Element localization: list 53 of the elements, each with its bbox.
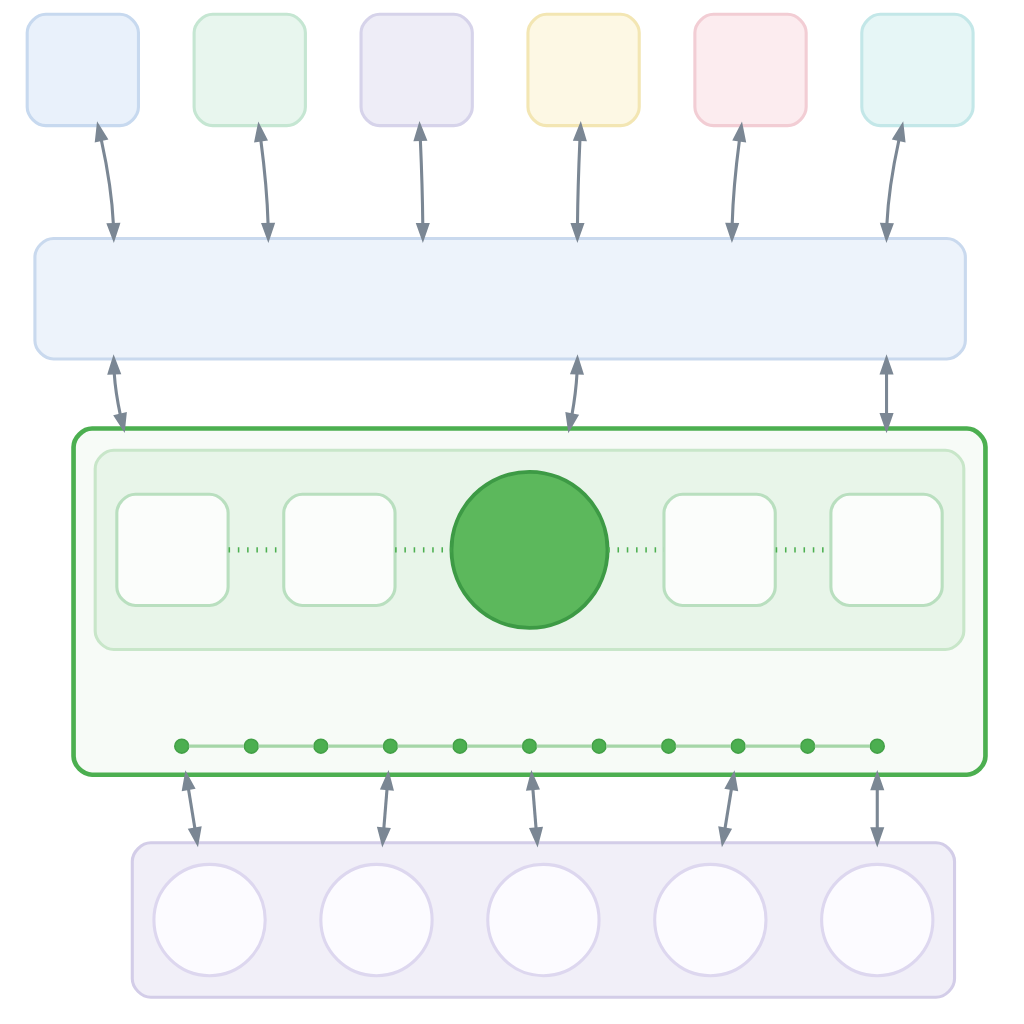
arrow <box>412 120 430 244</box>
node-circle <box>652 862 768 978</box>
node-circle <box>485 862 601 978</box>
arrow <box>869 770 884 848</box>
node-circle <box>318 862 434 978</box>
arrow <box>376 770 394 848</box>
arrow <box>106 354 127 434</box>
node-circle <box>449 469 609 630</box>
cluster <box>130 841 956 999</box>
node-circle <box>451 738 468 754</box>
arrow <box>879 354 894 434</box>
node-box <box>25 12 140 128</box>
node-box <box>192 12 307 128</box>
node-circle <box>799 738 815 754</box>
node-box <box>661 492 777 608</box>
arrow <box>525 770 543 848</box>
node-box <box>859 12 975 128</box>
connector <box>396 744 453 748</box>
cluster <box>93 448 965 652</box>
arrow <box>569 120 587 244</box>
arrow <box>879 121 906 244</box>
node-circle <box>151 862 267 978</box>
node-box <box>359 12 474 128</box>
connector <box>327 744 383 748</box>
arrow <box>717 770 738 848</box>
connector <box>466 744 522 748</box>
node-circle <box>729 738 746 754</box>
node-box <box>281 492 397 608</box>
connector <box>814 744 870 748</box>
arrow <box>253 121 275 244</box>
connector <box>675 744 731 748</box>
node-circle <box>819 862 934 978</box>
node-circle <box>243 738 259 754</box>
connector <box>536 744 592 748</box>
arrow <box>181 770 202 848</box>
node-box <box>525 12 641 128</box>
node-box <box>828 492 944 608</box>
arrow <box>724 121 746 244</box>
node-circle <box>590 738 607 754</box>
node-circle <box>382 738 398 754</box>
node-circle <box>173 738 189 754</box>
arrow <box>564 354 584 434</box>
connector <box>744 744 800 748</box>
node-circle <box>660 738 676 754</box>
arrow <box>94 121 120 244</box>
connector <box>257 744 313 748</box>
node-circle <box>869 738 885 754</box>
node-box <box>114 492 230 608</box>
node-circle <box>521 738 537 754</box>
node-circle <box>312 738 329 754</box>
connector <box>605 744 661 748</box>
node-box <box>692 12 808 128</box>
connector <box>188 744 244 748</box>
